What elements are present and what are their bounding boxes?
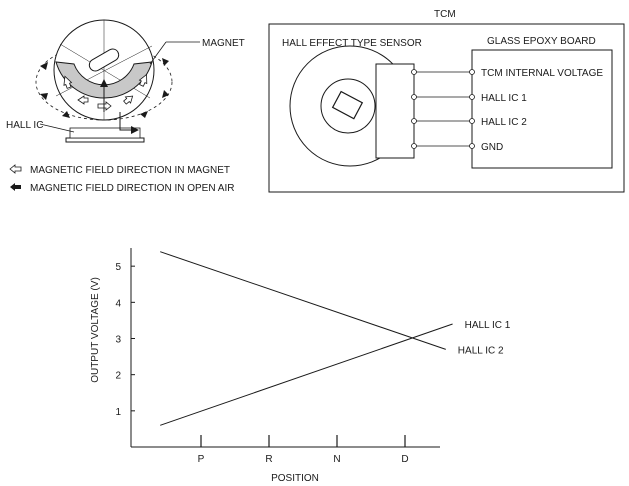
hall-ic-leader-line <box>39 123 75 133</box>
pin-label-gnd: GND <box>481 142 503 153</box>
x-axis-label: POSITION <box>271 473 319 484</box>
sensor-connector <box>375 63 415 159</box>
series-line-2 <box>160 251 446 350</box>
y-tick-label: 2 <box>115 371 121 382</box>
hall-sensor-chip <box>331 90 364 120</box>
series-label-1: HALL IC 1 <box>465 320 511 331</box>
output-voltage-chart: 1 2 3 4 5 P R N D HALL IC 1 HALL IC 2 OUTPUT VOL… <box>90 248 511 484</box>
hollow-arrow-icon <box>9 164 22 174</box>
magnet-label: MAGNET <box>202 38 245 49</box>
hall-ic-label: HALL IC <box>6 120 43 131</box>
magnet-field-arrows <box>63 73 148 111</box>
tcm-schematic: TCM HALL EFFECT TYPE SENSOR GLASS EPOXY … <box>268 9 625 193</box>
series-label-2: HALL IC 2 <box>458 345 504 356</box>
sensor-label: HALL EFFECT TYPE SENSOR <box>282 38 422 49</box>
series-line-1 <box>160 323 453 426</box>
legend-item-magnet: MAGNETIC FIELD DIRECTION IN MAGNET <box>30 165 230 176</box>
hall-ic-plate <box>65 137 145 143</box>
magnet-ring <box>55 61 153 99</box>
pin-label-hall-ic-1: HALL IC 1 <box>481 93 527 104</box>
legend: MAGNETIC FIELD DIRECTION IN MAGNET MAGNE… <box>9 164 234 194</box>
rotor-diagram <box>35 19 200 143</box>
tcm-label: TCM <box>434 9 456 20</box>
magnet-leader-line <box>149 41 167 65</box>
sensor-wires <box>411 69 475 149</box>
board-label: GLASS EPOXY BOARD <box>487 36 596 47</box>
y-tick-label: 3 <box>115 335 121 346</box>
x-tick-label: P <box>198 454 205 465</box>
rotor-slot <box>88 48 120 72</box>
pin-label-hall-ic-2: HALL IC 2 <box>481 117 527 128</box>
rotor-axis-line <box>59 43 151 99</box>
y-tick-label: 5 <box>115 262 121 273</box>
hall-ic-pointer-arrow <box>119 112 139 134</box>
y-ticks: 1 2 3 4 5 <box>115 262 135 418</box>
x-tick-label: R <box>265 454 272 465</box>
series-lines: HALL IC 1 HALL IC 2 <box>160 251 511 426</box>
x-tick-label: D <box>401 454 408 465</box>
y-axis-label: OUTPUT VOLTAGE (V) <box>90 277 101 383</box>
hall-ic-element <box>69 127 141 139</box>
legend-item-open-air: MAGNETIC FIELD DIRECTION IN OPEN AIR <box>30 183 234 194</box>
open-air-field-arrows <box>40 58 169 118</box>
pin-label-tcm-voltage: TCM INTERNAL VOLTAGE <box>481 68 603 79</box>
y-tick-label: 1 <box>115 407 121 418</box>
y-tick-label: 4 <box>115 298 121 309</box>
solid-arrow-icon <box>10 183 21 191</box>
x-tick-label: N <box>333 454 340 465</box>
glass-epoxy-board <box>471 49 613 169</box>
